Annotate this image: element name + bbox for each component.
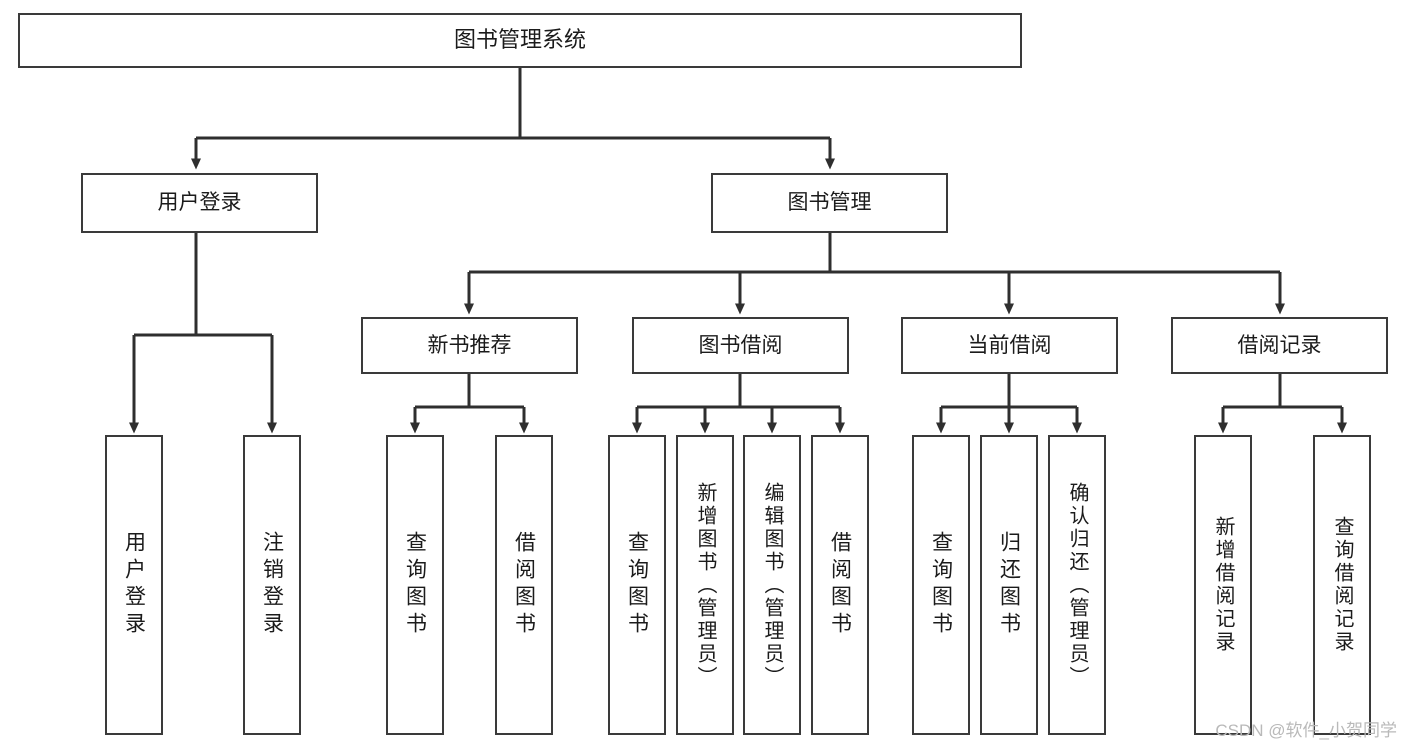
- node-borrow-record[interactable]: 借阅记录: [1171, 317, 1388, 374]
- node-current-borrow-label: 当前借阅: [967, 333, 1052, 357]
- node-new-book-recommend-label: 新书推荐: [427, 333, 512, 357]
- leaf-add-borrow-record[interactable]: 新增借阅记录: [1194, 435, 1252, 735]
- leaf-query-book-3[interactable]: 查询图书: [912, 435, 970, 735]
- leaf-add-book-admin[interactable]: 新增图书（管理员）: [676, 435, 734, 735]
- node-new-book-recommend[interactable]: 新书推荐: [361, 317, 578, 374]
- leaf-return-book-label: 归还图书: [997, 531, 1021, 639]
- node-root-system-label: 图书管理系统: [453, 27, 586, 53]
- watermark: CSDN @软件_小贺同学: [1215, 721, 1397, 740]
- node-borrow-record-label: 借阅记录: [1237, 333, 1322, 357]
- node-book-borrow[interactable]: 图书借阅: [632, 317, 849, 374]
- leaf-query-borrow-record[interactable]: 查询借阅记录: [1313, 435, 1371, 735]
- node-user-login[interactable]: 用户登录: [81, 173, 318, 233]
- node-user-login-label: 用户登录: [157, 191, 242, 215]
- leaf-borrow-book-2[interactable]: 借阅图书: [811, 435, 869, 735]
- leaf-edit-book-admin[interactable]: 编辑图书（管理员）: [743, 435, 801, 735]
- leaf-query-book-1-label: 查询图书: [403, 531, 427, 639]
- leaf-borrow-book-1[interactable]: 借阅图书: [495, 435, 553, 735]
- leaf-query-book-3-label: 查询图书: [929, 531, 953, 639]
- leaf-query-book-2[interactable]: 查询图书: [608, 435, 666, 735]
- leaf-logout[interactable]: 注销登录: [243, 435, 301, 735]
- node-book-manage-label: 图书管理: [787, 191, 872, 215]
- leaf-borrow-book-2-label: 借阅图书: [828, 531, 852, 639]
- leaf-query-book-2-label: 查询图书: [625, 531, 649, 639]
- leaf-query-book-1[interactable]: 查询图书: [386, 435, 444, 735]
- leaf-confirm-return-admin-label: 确认归还（管理员）: [1066, 481, 1088, 689]
- node-current-borrow[interactable]: 当前借阅: [901, 317, 1118, 374]
- leaf-user-login-label: 用户登录: [122, 531, 146, 639]
- leaf-return-book[interactable]: 归还图书: [980, 435, 1038, 735]
- leaf-borrow-book-1-label: 借阅图书: [512, 531, 536, 639]
- leaf-query-borrow-record-label: 查询借阅记录: [1331, 516, 1353, 654]
- leaf-confirm-return-admin[interactable]: 确认归还（管理员）: [1048, 435, 1106, 735]
- leaf-add-book-admin-label: 新增图书（管理员）: [694, 481, 716, 689]
- leaf-user-login[interactable]: 用户登录: [105, 435, 163, 735]
- node-root-system[interactable]: 图书管理系统: [18, 13, 1022, 68]
- leaf-logout-label: 注销登录: [260, 531, 284, 639]
- node-book-borrow-label: 图书借阅: [698, 333, 783, 357]
- leaf-edit-book-admin-label: 编辑图书（管理员）: [761, 481, 783, 689]
- node-book-manage[interactable]: 图书管理: [711, 173, 948, 233]
- leaf-add-borrow-record-label: 新增借阅记录: [1212, 516, 1234, 654]
